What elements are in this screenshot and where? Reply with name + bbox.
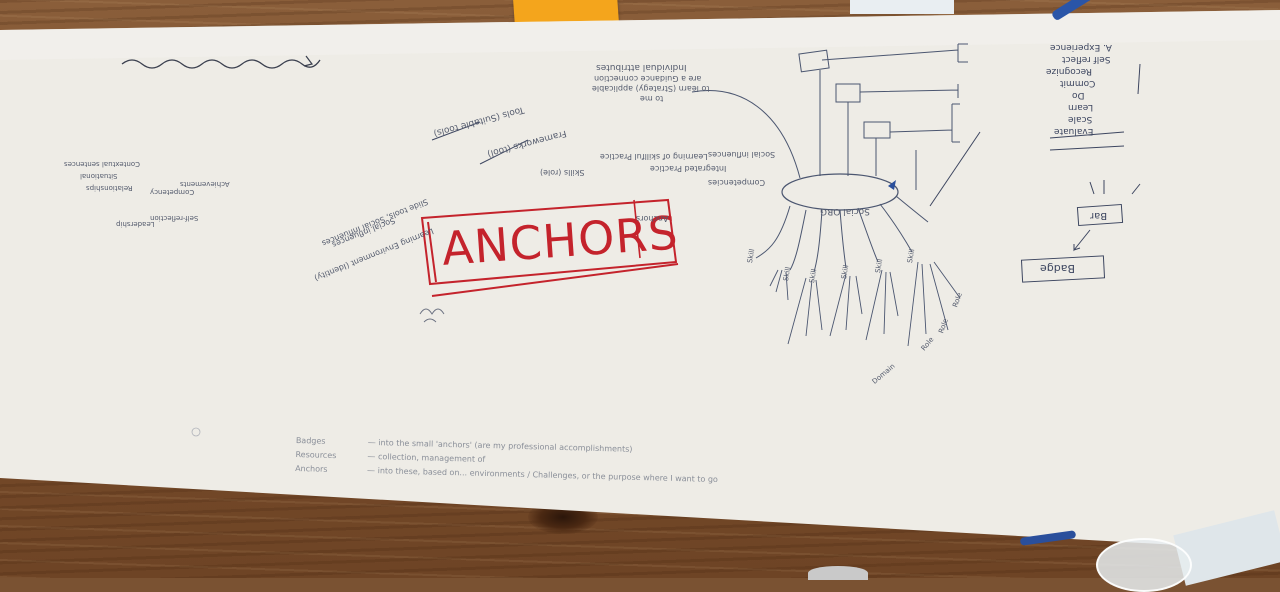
bar-label: Bar — [1090, 210, 1108, 221]
anchors-left-bar — [427, 221, 437, 283]
upside-note-3: to learn (Strategy) applicable — [592, 84, 710, 93]
ray-7 — [895, 195, 929, 223]
ray-6 — [879, 203, 913, 253]
upside-note-anchors: Anchors — [636, 214, 669, 223]
ray-1 — [755, 205, 791, 259]
anchors-box — [420, 198, 678, 286]
anchors-underline — [431, 263, 679, 297]
hub-marker — [888, 180, 896, 190]
left-note-1: Contextual sentences — [64, 160, 140, 168]
wavy-doodle — [121, 59, 321, 69]
tree-branch-3 — [889, 103, 960, 143]
anchors-right-bar — [633, 199, 641, 259]
left-note-5: Achievements — [180, 180, 230, 188]
sub-rays-5 — [907, 261, 961, 347]
right-list-item-5: Commit — [1060, 78, 1096, 88]
bullet-term: Badges — [295, 436, 326, 446]
upside-note-learning: Learning of skillful Practice — [600, 152, 708, 161]
upside-note-social: Social influences — [708, 150, 776, 159]
left-note-3: Relationships — [86, 184, 133, 192]
bullet-term: Resources — [295, 449, 337, 461]
right-list-item-8: A. Experience — [1050, 42, 1112, 52]
bar-box — [1076, 203, 1124, 227]
right-list-item-7: Self reflect — [1062, 54, 1111, 64]
diagonal-role-line — [929, 131, 981, 207]
left-note-7: Self-reflection — [150, 214, 199, 222]
tree-box-3 — [863, 121, 891, 139]
ray-3 — [813, 209, 823, 273]
upside-note-4: to me — [640, 94, 664, 103]
left-note-6: Leadership — [116, 220, 155, 228]
upside-note-2: are a Guidance connection — [594, 74, 702, 83]
ray-5 — [857, 207, 879, 263]
paper-sheet — [0, 10, 1280, 548]
tree-box-2 — [835, 83, 861, 103]
left-note-4: Competency — [150, 188, 195, 196]
tree-stems — [819, 70, 877, 176]
bullet-term: Anchors — [295, 463, 328, 474]
upside-note-integrated: Integrated Practice — [650, 164, 727, 173]
paper-highlight — [0, 10, 1280, 60]
bullet-detail: — collection, management of — [367, 451, 486, 464]
bar-to-badge-arrow — [1073, 229, 1091, 252]
flow-arrows — [1089, 180, 1141, 195]
right-list-item-6: Recognize — [1046, 66, 1093, 76]
grid-paper-top — [850, 0, 954, 14]
upside-note-competencies: Competencies — [708, 178, 766, 187]
sub-rays-2 — [787, 277, 823, 345]
list-side-bar — [1137, 63, 1141, 95]
floor-object — [808, 566, 868, 580]
right-list-item-4: Do — [1072, 90, 1085, 100]
badge-box — [1020, 255, 1106, 283]
upside-note-1: Individual attributes — [596, 62, 687, 72]
upside-note-skills: Skills (role) — [540, 168, 585, 177]
sub-rays-3 — [829, 273, 863, 337]
tree-branch-1 — [821, 43, 968, 63]
paper-surface — [0, 10, 1280, 548]
small-doodle — [419, 308, 445, 323]
tree-box-1 — [798, 49, 830, 73]
right-list-item-3: Learn — [1068, 102, 1094, 112]
right-list-item-2: Scale — [1068, 114, 1093, 124]
left-note-2: Situational — [80, 172, 118, 180]
wavy-arrow-head — [303, 55, 314, 67]
connector-curve — [691, 90, 801, 179]
hub-label: Social ORG — [820, 206, 870, 216]
sub-rays-4 — [865, 269, 899, 341]
list-box-lines — [1049, 131, 1125, 151]
ray-4 — [839, 209, 847, 269]
drinking-glass — [1096, 538, 1192, 592]
sub-rays-1 — [769, 269, 789, 301]
right-list-item-1: Evaluate — [1054, 126, 1094, 136]
tree-branch-2 — [859, 84, 959, 98]
ray-2 — [789, 209, 807, 271]
sketch-layer — [121, 43, 1141, 437]
badge-label: Badge — [1040, 262, 1076, 275]
tool-underlines — [431, 121, 529, 165]
tiny-doodle — [191, 427, 201, 437]
